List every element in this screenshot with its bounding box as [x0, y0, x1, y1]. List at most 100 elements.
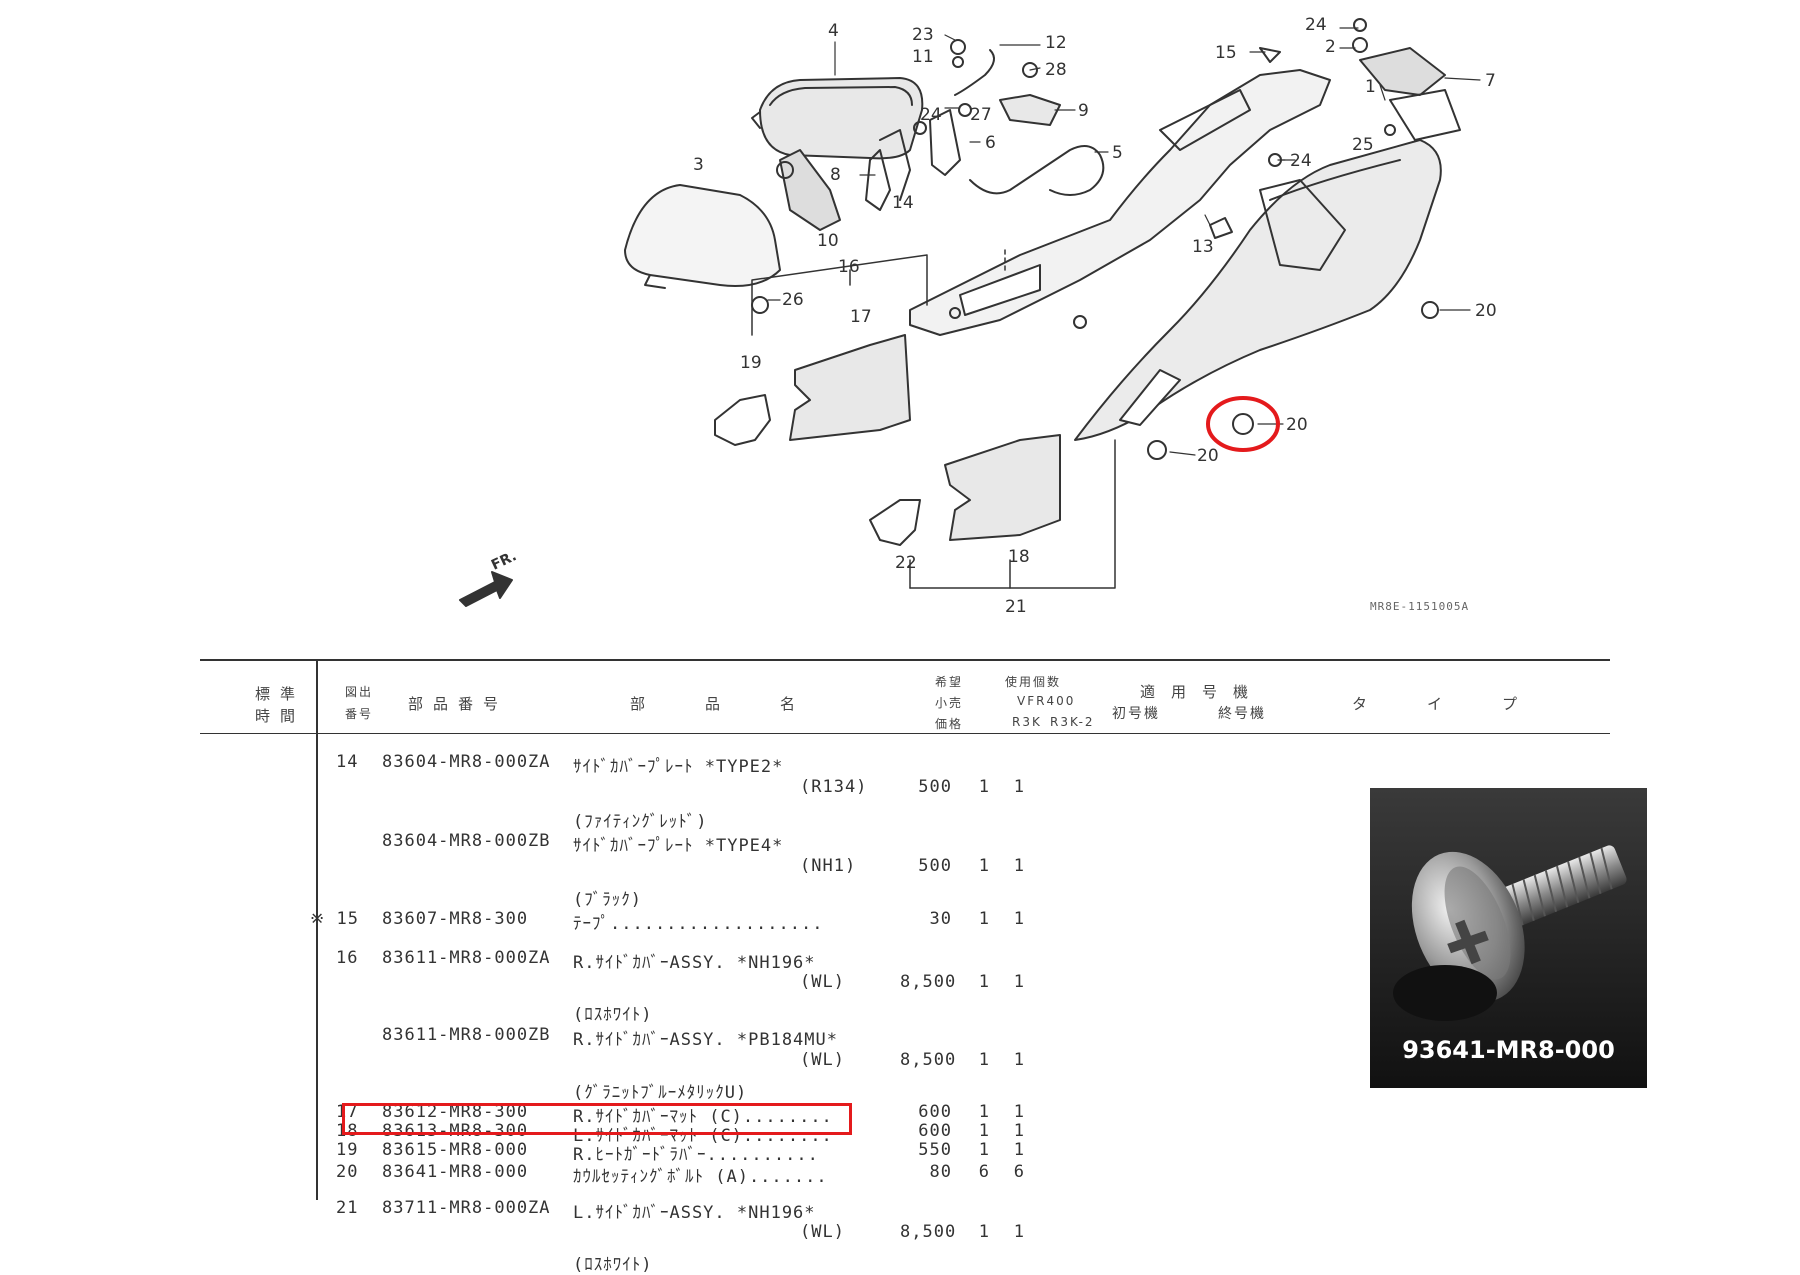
table-top-rule — [200, 659, 1610, 661]
callout-20: 20 — [1197, 446, 1219, 466]
callout-7: 7 — [1485, 71, 1496, 91]
cell-price: 8,500 — [900, 1222, 957, 1242]
callout-10: 10 — [817, 231, 839, 251]
cell-price: 600 — [918, 1121, 952, 1141]
callout-27: 27 — [970, 105, 992, 125]
bolt-product-photo: 93641-MR8-000 — [1370, 788, 1647, 1088]
bolt-image — [1370, 788, 1647, 1088]
callout-18: 18 — [1008, 547, 1030, 567]
cell-qty-r3k2: 6 — [1013, 1162, 1025, 1182]
cell-part-no: 83604-MR8-000ZA — [382, 752, 551, 772]
callout-2: 2 — [1325, 37, 1336, 57]
cell-part-no: 83641-MR8-000 — [382, 1162, 529, 1182]
part-seat-3 — [624, 184, 781, 289]
cell-qty-r3k: 1 — [978, 856, 990, 876]
callout-17: 17 — [850, 307, 872, 327]
cell-qty-r3k: 1 — [978, 909, 990, 929]
cell-ref-no: 17 — [336, 1102, 359, 1122]
part-mat-17 — [789, 334, 911, 441]
cell-ref-no: 21 — [336, 1198, 359, 1218]
cell-qty-r3k2: 1 — [1013, 909, 1025, 929]
callout-22: 22 — [895, 553, 917, 573]
cell-qty-r3k: 1 — [978, 1050, 990, 1070]
header-part-name: 部品名 — [630, 695, 856, 713]
cell-part-name: (ﾌｧｲﾃｨﾝｸﾞﾚｯﾄﾞ) — [573, 812, 708, 832]
callout-28: 28 — [1045, 60, 1067, 80]
callout-24: 24 — [1290, 151, 1312, 171]
header-price-1: 希望 — [935, 675, 964, 689]
cell-part-name: R.ｻｲﾄﾞｶﾊﾞｰASSY. *PB184MU* — [573, 1030, 838, 1050]
cell-part-name: L.ｻｲﾄﾞｶﾊﾞｰASSY. *NH196* — [573, 1203, 816, 1223]
header-ref-no-2: 番号 — [345, 707, 374, 721]
part-seat-4 — [751, 77, 924, 160]
callout-labels: 4 23 12 11 28 24 2 15 7 1 9 27 24 6 25 2… — [693, 15, 1497, 617]
callout-14: 14 — [892, 193, 914, 213]
part-rear-cowl — [1074, 139, 1442, 441]
cell-qty-r3k: 1 — [978, 1222, 990, 1242]
cell-part-name: L.ｻｲﾄﾞｶﾊﾞｰﾏｯﾄ (C)........ — [573, 1126, 833, 1146]
cell-part-name: ｻｲﾄﾞｶﾊﾞｰﾌﾟﾚｰﾄ *TYPE4* — [573, 836, 784, 856]
header-price-2: 小売 — [935, 696, 964, 710]
callout-5: 5 — [1112, 143, 1123, 163]
part-heat-guard-19 — [714, 394, 771, 446]
photo-part-number-caption: 93641-MR8-000 — [1402, 1036, 1615, 1064]
cell-qty-r3k2: 1 — [1013, 972, 1025, 992]
cell-qty-r3k2: 1 — [1013, 856, 1025, 876]
cell-qty-r3k2: 1 — [1013, 1121, 1025, 1141]
header-qty: 使用個数 — [1005, 675, 1062, 689]
callout-12: 12 — [1045, 33, 1067, 53]
callout-8: 8 — [830, 165, 841, 185]
callout-20: 20 — [1475, 301, 1497, 321]
part-heat-guard-22 — [869, 499, 921, 546]
part-tail-frame — [909, 69, 1331, 336]
cell-qty-r3k2: 1 — [1013, 777, 1025, 797]
cell-price: 500 — [918, 856, 952, 876]
cell-part-name: (ﾛｽﾎﾜｲﾄ) — [573, 1255, 653, 1275]
cell-qty-r3k: 1 — [978, 1140, 990, 1160]
callout-9: 9 — [1078, 101, 1089, 121]
cell-part-name: (WL) — [800, 1050, 845, 1070]
callout-6: 6 — [985, 133, 996, 153]
diagram-reference-code: MR8E-1151005A — [1370, 600, 1469, 613]
header-price-3: 価格 — [935, 717, 964, 731]
cell-price: 600 — [918, 1102, 952, 1122]
cell-qty-r3k: 1 — [978, 1102, 990, 1122]
header-std-time-2: 時間 — [255, 707, 306, 725]
front-direction-label: FR. — [489, 548, 519, 573]
header-ref-no-1: 図出 — [345, 685, 374, 699]
cell-qty-r3k2: 1 — [1013, 1102, 1025, 1122]
callout-13: 13 — [1192, 237, 1214, 257]
cell-part-name: R.ｻｲﾄﾞｶﾊﾞｰﾏｯﾄ (C)........ — [573, 1107, 833, 1127]
header-qty-col-1: R3K — [1012, 715, 1042, 729]
callout-23: 23 — [912, 25, 934, 45]
cell-ref-no: 16 — [336, 948, 359, 968]
callout-20: 20 — [1286, 415, 1308, 435]
cell-part-name: (ﾌﾞﾗｯｸ) — [573, 890, 642, 910]
part-mat-18 — [944, 434, 1061, 541]
cell-qty-r3k: 1 — [978, 777, 990, 797]
header-type: タイプ — [1352, 695, 1578, 713]
cell-part-name: (ﾛｽﾎﾜｲﾄ) — [573, 1005, 653, 1025]
cell-part-no: 83604-MR8-000ZB — [382, 831, 551, 851]
highlight-row-part-20 — [342, 1103, 852, 1135]
cell-part-name: (WL) — [800, 972, 845, 992]
cell-part-no: 83615-MR8-000 — [382, 1140, 529, 1160]
cell-part-no: 83711-MR8-000ZA — [382, 1198, 551, 1218]
callout-24: 24 — [1305, 15, 1327, 35]
cell-qty-r3k2: 1 — [1013, 1140, 1025, 1160]
callout-19: 19 — [740, 353, 762, 373]
cell-ref-no: 19 — [336, 1140, 359, 1160]
header-std-time-1: 標準 — [255, 685, 306, 703]
cell-part-no: 83611-MR8-000ZA — [382, 948, 551, 968]
cell-part-name: ｶｳﾙｾｯﾃｨﾝｸﾞﾎﾞﾙﾄ (A)....... — [573, 1167, 828, 1187]
callout-24: 24 — [920, 105, 942, 125]
cell-price: 8,500 — [900, 1050, 957, 1070]
callout-11: 11 — [912, 47, 934, 67]
group-bracket-lines — [751, 249, 1116, 589]
cell-price: 8,500 — [900, 972, 957, 992]
cell-part-no: 83607-MR8-300 — [382, 909, 529, 929]
header-serial: 適用号機 — [1140, 683, 1265, 701]
cell-ref-no: 18 — [336, 1121, 359, 1141]
exploded-parts-diagram: 4 23 12 11 28 24 2 15 7 1 9 27 24 6 25 2… — [459, 15, 1497, 617]
cell-qty-r3k2: 1 — [1013, 1222, 1025, 1242]
